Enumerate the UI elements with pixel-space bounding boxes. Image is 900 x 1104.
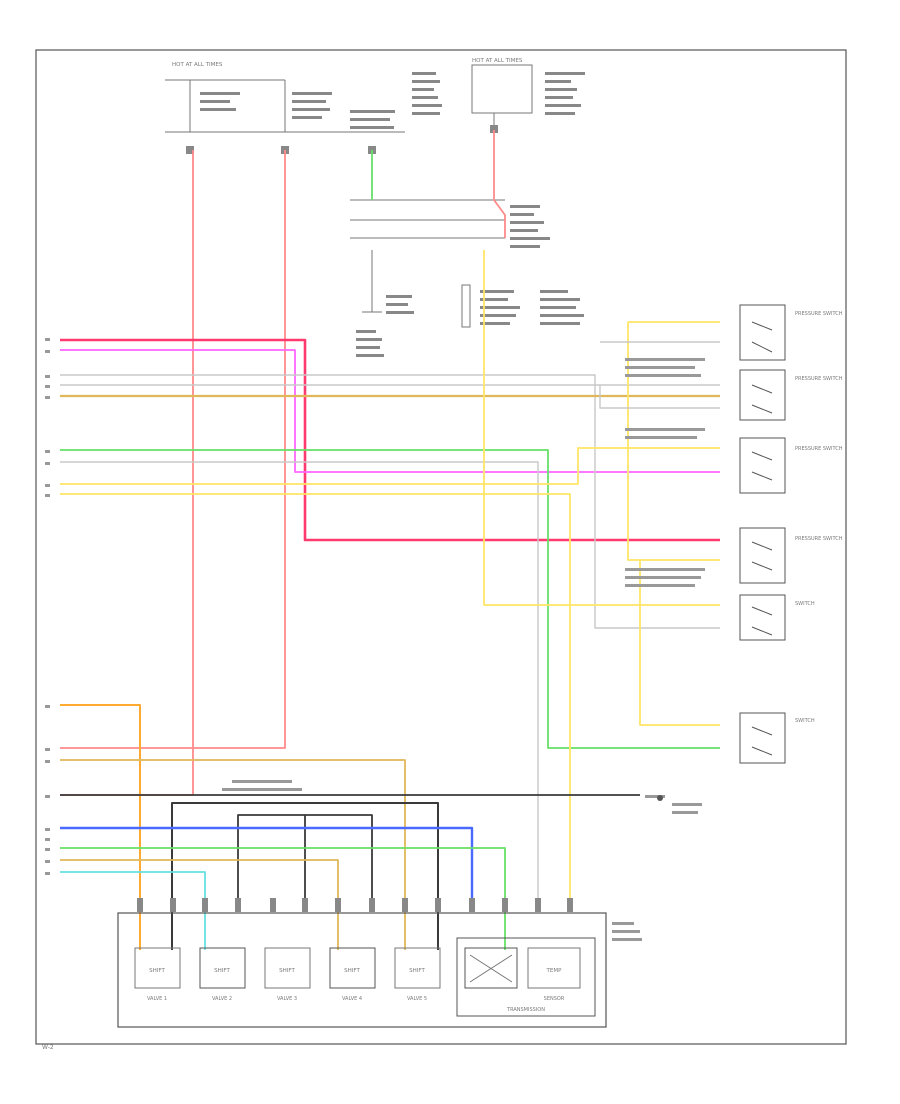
wire-pink	[60, 338, 720, 542]
solenoid-labels: SHIFT SHIFT SHIFT SHIFT SHIFT TEMP VALVE…	[147, 968, 565, 1013]
switch-label-4: PRESSURE SWITCH	[795, 536, 843, 542]
wire-red-2	[60, 150, 286, 749]
wire-black-2	[171, 802, 439, 950]
wire-harness	[60, 130, 720, 950]
diagram-frame	[35, 49, 847, 1045]
wire-yellow-6	[639, 560, 720, 726]
hot-label-1: HOT AT ALL TIMES	[172, 62, 223, 68]
switch-label-6: SWITCH	[795, 718, 815, 724]
wire-green-2	[60, 847, 506, 950]
right-switches	[739, 304, 786, 764]
switch-label-2: PRESSURE SWITCH	[795, 376, 843, 382]
wire-white-1	[60, 374, 720, 629]
solenoid-pins	[137, 898, 573, 912]
ground-point	[657, 795, 663, 801]
switch-label-5: SWITCH	[795, 601, 815, 607]
valve-label-3: VALVE 3	[277, 996, 297, 1002]
top-text-blocks: HOT AT ALL TIMES HOT AT ALL TIMES	[172, 58, 585, 357]
solenoid-label-5: SHIFT	[409, 968, 425, 974]
wire-white-right	[599, 385, 720, 409]
solenoid-label-3: SHIFT	[279, 968, 295, 974]
valve-label-2: VALVE 2	[212, 996, 232, 1002]
wire-red-top	[493, 130, 506, 238]
solenoid-label-1: SHIFT	[149, 968, 165, 974]
wire-yellow-2	[60, 493, 571, 905]
left-wire-tags	[45, 338, 50, 875]
solenoid-assembly	[117, 912, 607, 1028]
wire-tan-2	[60, 759, 406, 950]
fuse-connectors	[186, 125, 498, 154]
assembly-callout	[222, 780, 642, 941]
solenoid-label-2: SHIFT	[214, 968, 230, 974]
wire-magenta	[60, 349, 720, 473]
wire-black-4	[305, 814, 373, 905]
valve-label-4: VALVE 4	[342, 996, 362, 1002]
wire-yellow-5	[627, 322, 720, 561]
wire-tan-3	[60, 859, 339, 950]
wire-blue	[60, 826, 474, 905]
wire-yellow-3	[483, 250, 720, 606]
switch-label-1: PRESSURE SWITCH	[795, 311, 843, 317]
valve-label-5: VALVE 5	[407, 996, 427, 1002]
wire-green	[60, 449, 720, 749]
solenoid-label-4: SHIFT	[344, 968, 360, 974]
sensor-label: SENSOR	[544, 996, 565, 1002]
wire-yellow-1	[60, 447, 720, 485]
wire-cyan	[60, 871, 206, 950]
valve-label-1: VALVE 1	[147, 996, 167, 1002]
solenoid-label-6: TEMP	[546, 968, 563, 974]
wire-red-1	[60, 150, 194, 796]
hot-label-2: HOT AT ALL TIMES	[472, 58, 523, 64]
switch-label-3: PRESSURE SWITCH	[795, 446, 843, 452]
top-power-section	[165, 64, 533, 328]
wire-white-3	[60, 461, 539, 905]
wire-orange	[60, 704, 141, 950]
assembly-label: TRANSMISSION	[506, 1007, 545, 1013]
footer-label: W-2	[42, 1044, 54, 1051]
switch-labels: PRESSURE SWITCH PRESSURE SWITCH PRESSURE…	[625, 311, 843, 814]
